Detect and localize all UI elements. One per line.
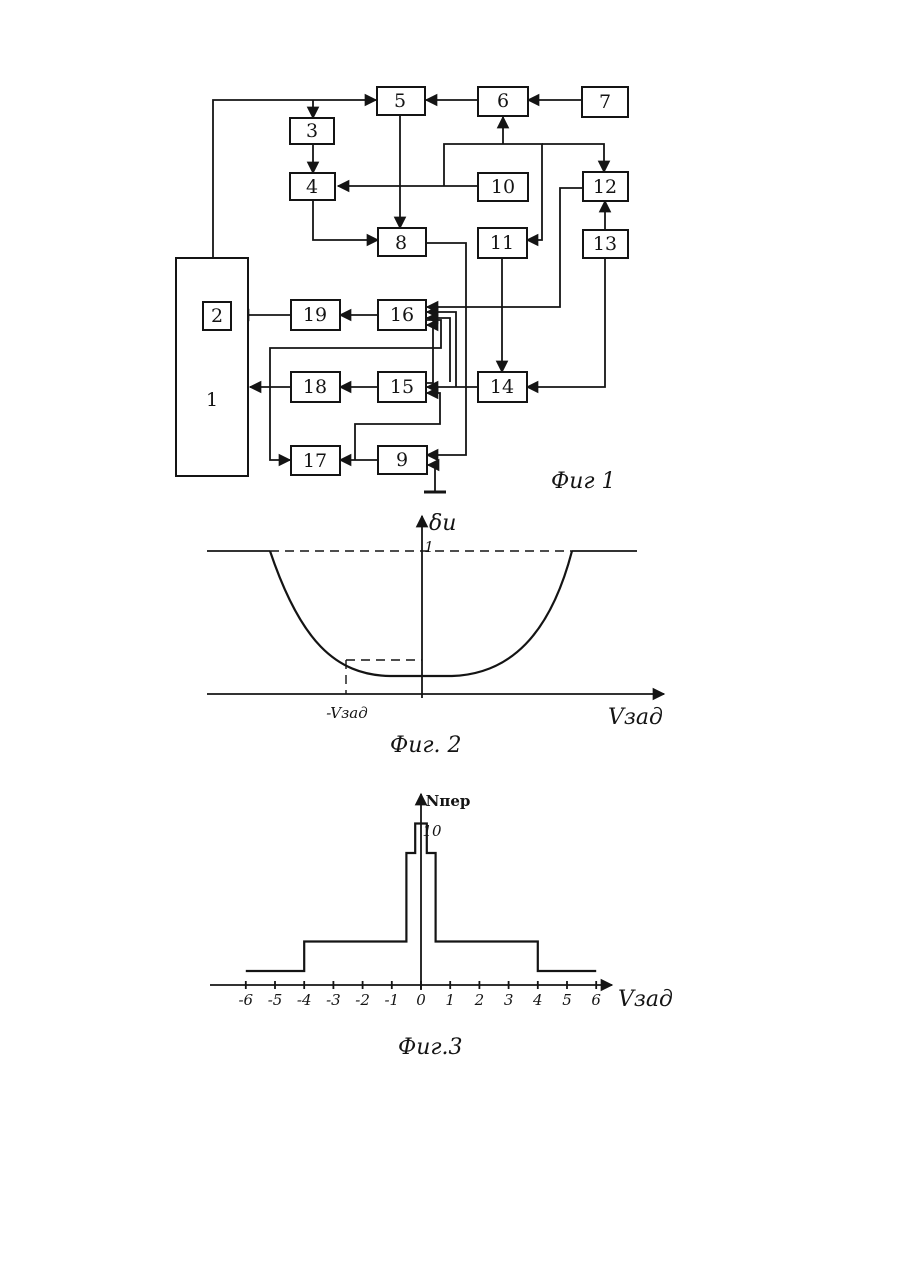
- fig3-x-tick-label: -2: [355, 991, 370, 1009]
- fig2-x-marker-label: -Vзад: [326, 704, 367, 722]
- fig3-x-tick-label: 3: [504, 991, 514, 1009]
- fig2-caption: Фиг. 2: [390, 733, 462, 758]
- fig3-y-label: Nпер: [426, 792, 471, 810]
- block-18-label: 18: [303, 376, 327, 398]
- fig3-x-tick-label: 0: [416, 991, 426, 1009]
- fig3-x-tick-label: -6: [238, 991, 253, 1009]
- block-5-label: 5: [394, 90, 406, 112]
- fig3-caption: Фиг.3: [398, 1035, 463, 1060]
- fig3-x-tick-label: 2: [474, 991, 485, 1009]
- fig3-x-tick-label: -3: [326, 991, 341, 1009]
- fig3-x-label: Vзад: [618, 987, 673, 1012]
- block-4-label: 4: [306, 176, 318, 198]
- fig3-x-tick-label: 5: [562, 991, 572, 1009]
- block-1-label: 1: [206, 389, 218, 411]
- fig2-y-label: δи: [429, 511, 456, 536]
- fig3-x-tick-label: -1: [384, 991, 399, 1009]
- block-11-label: 11: [490, 232, 514, 254]
- block-10-label: 10: [491, 176, 515, 198]
- fig1-wires: [213, 100, 605, 492]
- block-6-label: 6: [497, 90, 509, 112]
- fig3-x-tick-label: -5: [268, 991, 283, 1009]
- fig3-peak-label: 10: [422, 822, 442, 840]
- fig2-x-label: Vзад: [608, 705, 663, 730]
- fig2-y-tick-1: 1: [424, 538, 434, 556]
- block-12-label: 12: [593, 176, 617, 198]
- fig3-x-tick-label: 6: [591, 991, 601, 1009]
- block-2-label: 2: [211, 305, 223, 327]
- block-19-label: 19: [303, 304, 327, 326]
- fig3-x-tick-label: 1: [445, 991, 455, 1009]
- fig3-x-tick-label: 4: [532, 991, 543, 1009]
- block-16-label: 16: [390, 304, 414, 326]
- block-8-label: 8: [395, 232, 407, 254]
- block-7-label: 7: [599, 91, 611, 113]
- block-14-label: 14: [490, 376, 514, 398]
- block-3-label: 3: [306, 120, 318, 142]
- fig2-graph: δи 1 -Vзад Vзад Фиг. 2: [207, 511, 664, 758]
- fig2-error-curve: [270, 551, 572, 676]
- fig1-block-diagram: 1 2 3 4 5 6 7 8 9 10 11 12: [176, 87, 628, 494]
- fig1-caption: Фиг 1: [551, 469, 616, 494]
- block-1: [176, 258, 248, 476]
- block-15-label: 15: [390, 376, 414, 398]
- fig3-x-tick-label: -4: [297, 991, 312, 1009]
- fig3-chart: -6 -5 -4 -3 -2 -1 0 1 2 34 5 6 10 Nпер Vзад Фиг.3: [210, 792, 673, 1060]
- block-17-label: 17: [303, 450, 327, 472]
- block-13-label: 13: [593, 233, 617, 255]
- block-9-label: 9: [396, 449, 408, 471]
